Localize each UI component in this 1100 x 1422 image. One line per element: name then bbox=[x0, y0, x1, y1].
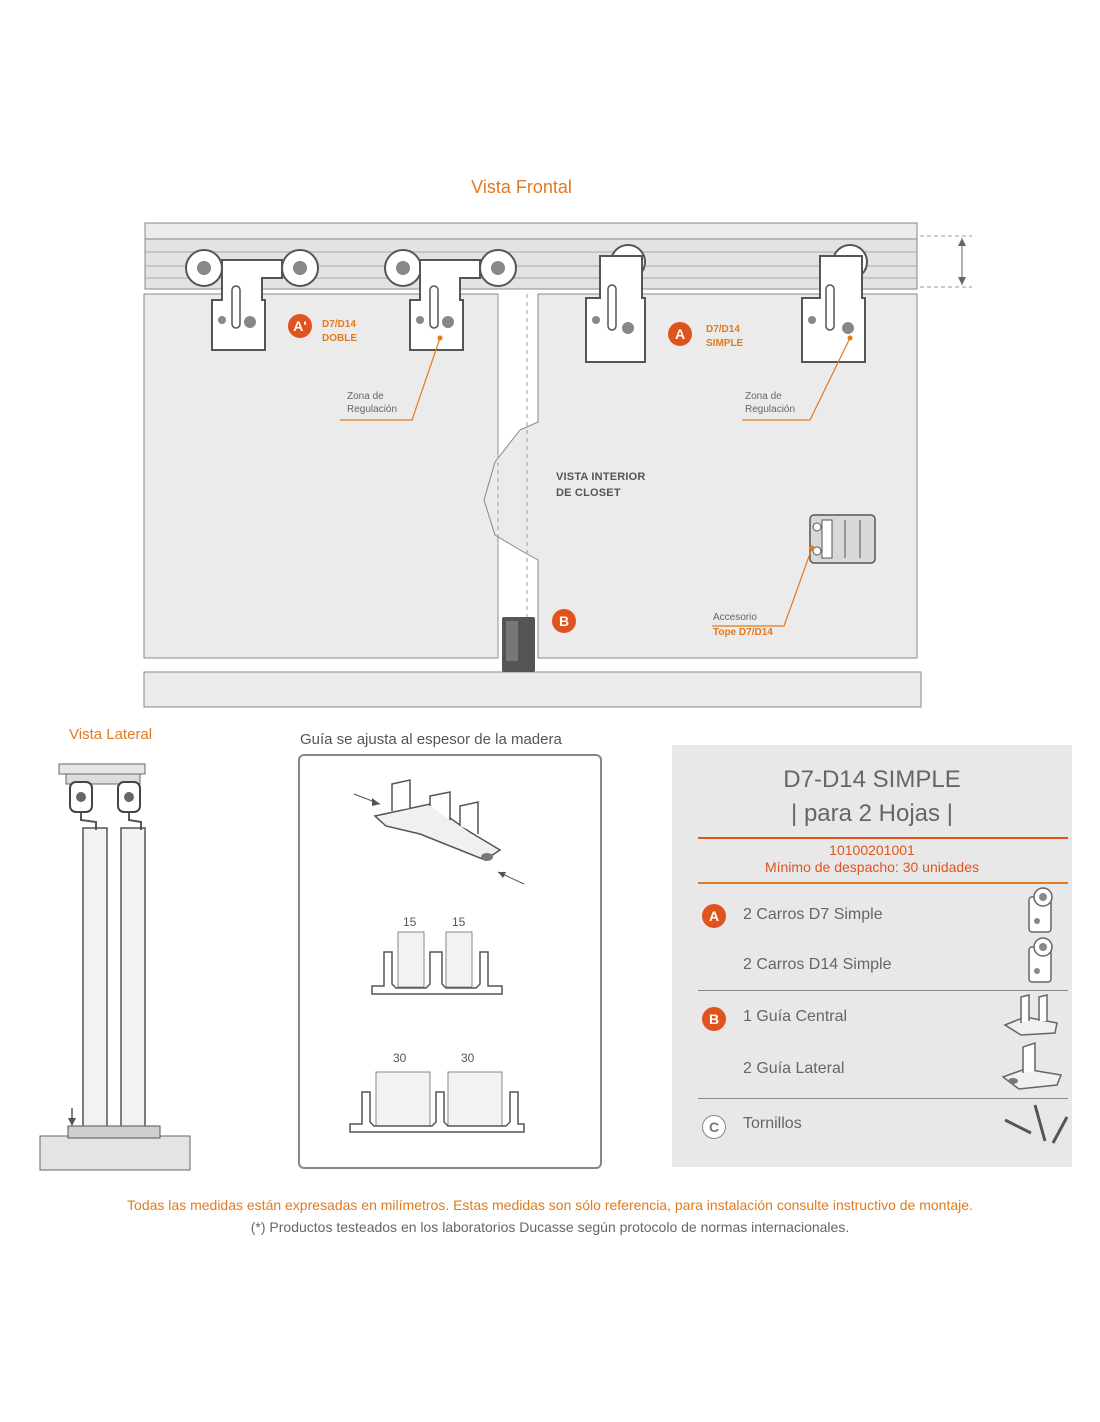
front-view-title: Vista Frontal bbox=[471, 177, 572, 197]
badge-a-simple: A bbox=[668, 322, 692, 346]
panel-divider-1 bbox=[698, 990, 1068, 991]
double-carriage-2 bbox=[384, 249, 517, 351]
front-view-diagram bbox=[143, 222, 972, 708]
footer-measurements-note: Todas las medidas están expresadas en mi… bbox=[127, 1197, 973, 1213]
dim-30-right: 30 bbox=[461, 1051, 475, 1065]
simple-carriage-2 bbox=[801, 244, 868, 363]
lateral-view-diagram bbox=[39, 763, 191, 1171]
item-guia-lateral: 2 Guía Lateral bbox=[743, 1060, 845, 1077]
badge-b: B bbox=[552, 609, 576, 633]
guide-diagram bbox=[349, 779, 525, 1133]
item-carros-d7: 2 Carros D7 Simple bbox=[743, 906, 883, 923]
double-carriage-1 bbox=[185, 249, 319, 351]
panel-icons bbox=[1001, 887, 1069, 1144]
label-d7d14-double: D7/D14 DOBLE bbox=[322, 319, 357, 344]
product-title: D7-D14 SIMPLE | para 2 Hojas | bbox=[783, 766, 961, 827]
product-panel bbox=[672, 745, 1072, 1167]
lateral-guide-icon bbox=[1001, 1041, 1063, 1090]
badge-a-double: A' bbox=[288, 314, 312, 338]
item-carros-d14: 2 Carros D14 Simple bbox=[743, 956, 892, 973]
accesorio-label: Accesorio bbox=[713, 612, 757, 623]
vista-interior-label: VISTA INTERIOR DE CLOSET bbox=[556, 471, 646, 499]
badge-item-c: C bbox=[702, 1115, 726, 1139]
tope-label: Tope D7/D14 bbox=[713, 627, 773, 638]
badge-item-a: A bbox=[702, 904, 726, 928]
dim-15-right: 15 bbox=[452, 915, 466, 929]
panel-divider-2 bbox=[698, 1098, 1068, 1099]
simple-carriage-1 bbox=[585, 244, 646, 363]
screws-icon bbox=[1004, 1104, 1069, 1144]
footer-testing-note: (*) Productos testeados en los laborator… bbox=[250, 1219, 850, 1235]
central-guide-icon bbox=[1003, 994, 1058, 1036]
carriage-icon bbox=[1028, 887, 1053, 933]
zona-regulacion-left: Zona de Regulación bbox=[347, 391, 398, 415]
carriage-icon bbox=[1028, 937, 1053, 983]
stop-accessory bbox=[809, 514, 876, 564]
item-guia-central: 1 Guía Central bbox=[743, 1008, 848, 1025]
badge-item-b: B bbox=[702, 1007, 726, 1031]
zona-regulacion-right: Zona de Regulación bbox=[745, 391, 796, 415]
item-tornillos: Tornillos bbox=[743, 1115, 802, 1132]
panel-divider-top bbox=[698, 837, 1068, 839]
panel-divider-code bbox=[698, 882, 1068, 884]
dim-30-left: 30 bbox=[393, 1051, 407, 1065]
guide-view-title: Guía se ajusta al espesor de la madera bbox=[300, 731, 562, 748]
product-code: 10100201001 Mínimo de despacho: 30 unida… bbox=[764, 842, 980, 875]
label-d7d14-simple: D7/D14 SIMPLE bbox=[706, 324, 744, 349]
lateral-view-title: Vista Lateral bbox=[69, 726, 153, 743]
dim-15-left: 15 bbox=[403, 915, 417, 929]
